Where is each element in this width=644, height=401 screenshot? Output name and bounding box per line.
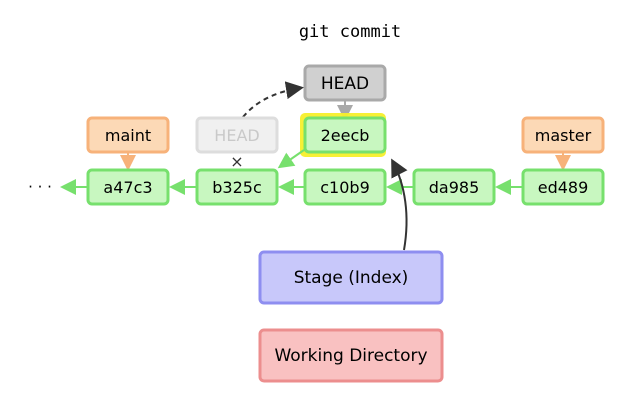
maint-branch-text: maint	[105, 126, 151, 145]
commit-a47c3-hash: a47c3	[103, 178, 152, 197]
commit-b325c: b325c	[195, 168, 279, 206]
stage-index-area: Stage (Index)	[258, 250, 444, 305]
head-move-arrow	[242, 81, 304, 118]
commit-c10b9: c10b9	[303, 168, 387, 206]
commit-b325c-hash: b325c	[212, 178, 262, 197]
new-commit-to-b325c-arrow	[277, 149, 305, 169]
old-head-label: HEAD	[195, 116, 279, 154]
old-head-label-text: HEAD	[214, 126, 259, 145]
new-commit-node: 2eecb	[300, 113, 387, 157]
earlier-history-ellipsis: · · ·	[28, 178, 52, 196]
commit-ed489-hash: ed489	[538, 178, 589, 197]
master-branch-label: master	[521, 116, 605, 154]
commit-c10b9-hash: c10b9	[320, 178, 370, 197]
head-label: HEAD	[303, 64, 387, 102]
cross-mark: ×	[230, 152, 243, 171]
commit-a47c3: a47c3	[86, 168, 170, 206]
master-branch-text: master	[535, 126, 592, 145]
working-directory-area: Working Directory	[258, 328, 444, 383]
new-commit-hash: 2eecb	[321, 126, 370, 145]
stage-to-new-commit-arrow	[391, 158, 408, 251]
diagram-title: git commit	[299, 22, 401, 42]
stage-index-label: Stage (Index)	[294, 268, 409, 288]
commit-da985: da985	[412, 168, 496, 206]
head-label-text: HEAD	[321, 74, 369, 94]
commit-ed489: ed489	[521, 168, 605, 206]
commit-da985-hash: da985	[429, 178, 480, 197]
maint-branch-label: maint	[86, 116, 170, 154]
working-directory-label: Working Directory	[274, 346, 427, 366]
